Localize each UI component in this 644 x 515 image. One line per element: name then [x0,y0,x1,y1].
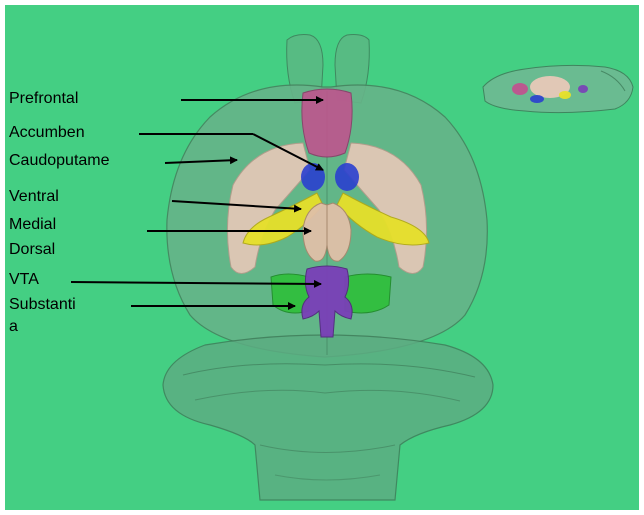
label-substantia-line2: a [9,317,18,337]
brain-atlas-figure: Prefrontal Accumben Caudoputame Ventral … [5,5,639,510]
label-vta: VTA [9,270,39,290]
label-prefrontal: Prefrontal [9,89,78,109]
label-ventral: Ventral [9,187,59,207]
brainstem-outline [163,335,493,500]
label-medial: Medial [9,215,56,235]
brain-rendering [5,5,639,510]
label-dorsal: Dorsal [9,240,55,260]
label-caudoputamen: Caudoputame [9,151,110,171]
accumbens-right [335,163,359,191]
sagittal-inset [483,65,633,112]
label-accumbens: Accumben [9,123,85,143]
label-substantia-line1: Substanti [9,295,76,315]
accumbens-left [301,163,325,191]
